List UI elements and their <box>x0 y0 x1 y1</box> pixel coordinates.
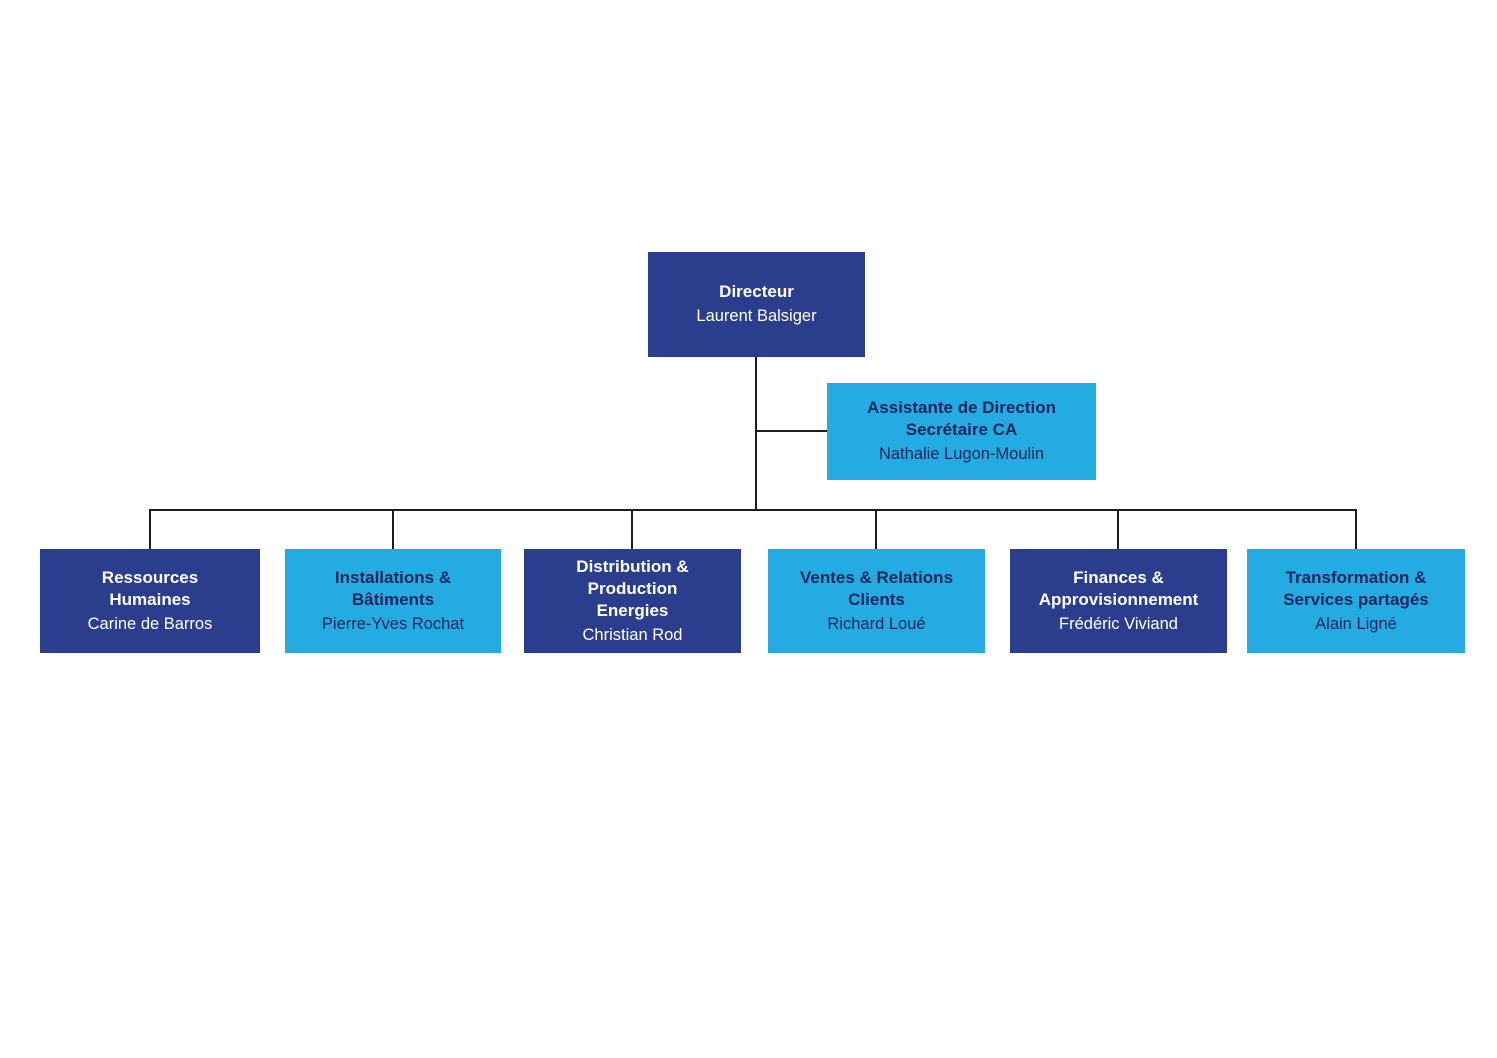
connector-drop-3 <box>631 510 633 550</box>
department-name: Frédéric Viviand <box>1059 614 1178 633</box>
department-name: Carine de Barros <box>87 614 213 633</box>
connector-assistant-horizontal <box>755 430 827 432</box>
connector-trunk-vertical <box>755 357 757 510</box>
department-title: Ventes & Relations Clients <box>799 567 954 609</box>
assistant-title: Assistante de Direction Secrétaire CA <box>867 398 1056 440</box>
department-name: Christian Rod <box>582 625 683 644</box>
org-node-ressources-humaines: Ressources Humaines Carine de Barros <box>40 549 260 653</box>
connector-drop-2 <box>392 510 394 550</box>
director-name: Laurent Balsiger <box>696 307 817 326</box>
org-node-transformation-services-partages: Transformation & Services partagés Alain… <box>1247 549 1465 653</box>
department-title: Finances & Approvisionnement <box>1038 567 1199 609</box>
org-node-installations-batiments: Installations & Bâtiments Pierre-Yves Ro… <box>285 549 501 653</box>
connector-drop-5 <box>1117 510 1119 550</box>
org-node-finances-approvisionnement: Finances & Approvisionnement Frédéric Vi… <box>1010 549 1227 653</box>
connector-drop-4 <box>875 510 877 550</box>
department-name: Pierre-Yves Rochat <box>321 614 465 633</box>
connector-drop-1 <box>149 510 151 550</box>
org-node-ventes-relations-clients: Ventes & Relations Clients Richard Loué <box>768 549 985 653</box>
org-node-director: Directeur Laurent Balsiger <box>648 252 865 357</box>
department-title: Transformation & Services partagés <box>1283 567 1429 609</box>
assistant-name: Nathalie Lugon-Moulin <box>878 445 1045 464</box>
department-title: Ressources Humaines <box>101 567 199 609</box>
department-name: Richard Loué <box>827 614 926 633</box>
connector-bus-horizontal <box>149 509 1357 511</box>
director-title: Directeur <box>719 282 794 302</box>
connector-drop-6 <box>1355 510 1357 550</box>
org-node-distribution-production-energies: Distribution & Production Energies Chris… <box>524 549 741 653</box>
department-title: Installations & Bâtiments <box>334 567 452 609</box>
org-node-assistant: Assistante de Direction Secrétaire CA Na… <box>827 383 1096 480</box>
department-name: Alain Ligné <box>1315 614 1397 633</box>
department-title: Distribution & Production Energies <box>576 556 689 620</box>
